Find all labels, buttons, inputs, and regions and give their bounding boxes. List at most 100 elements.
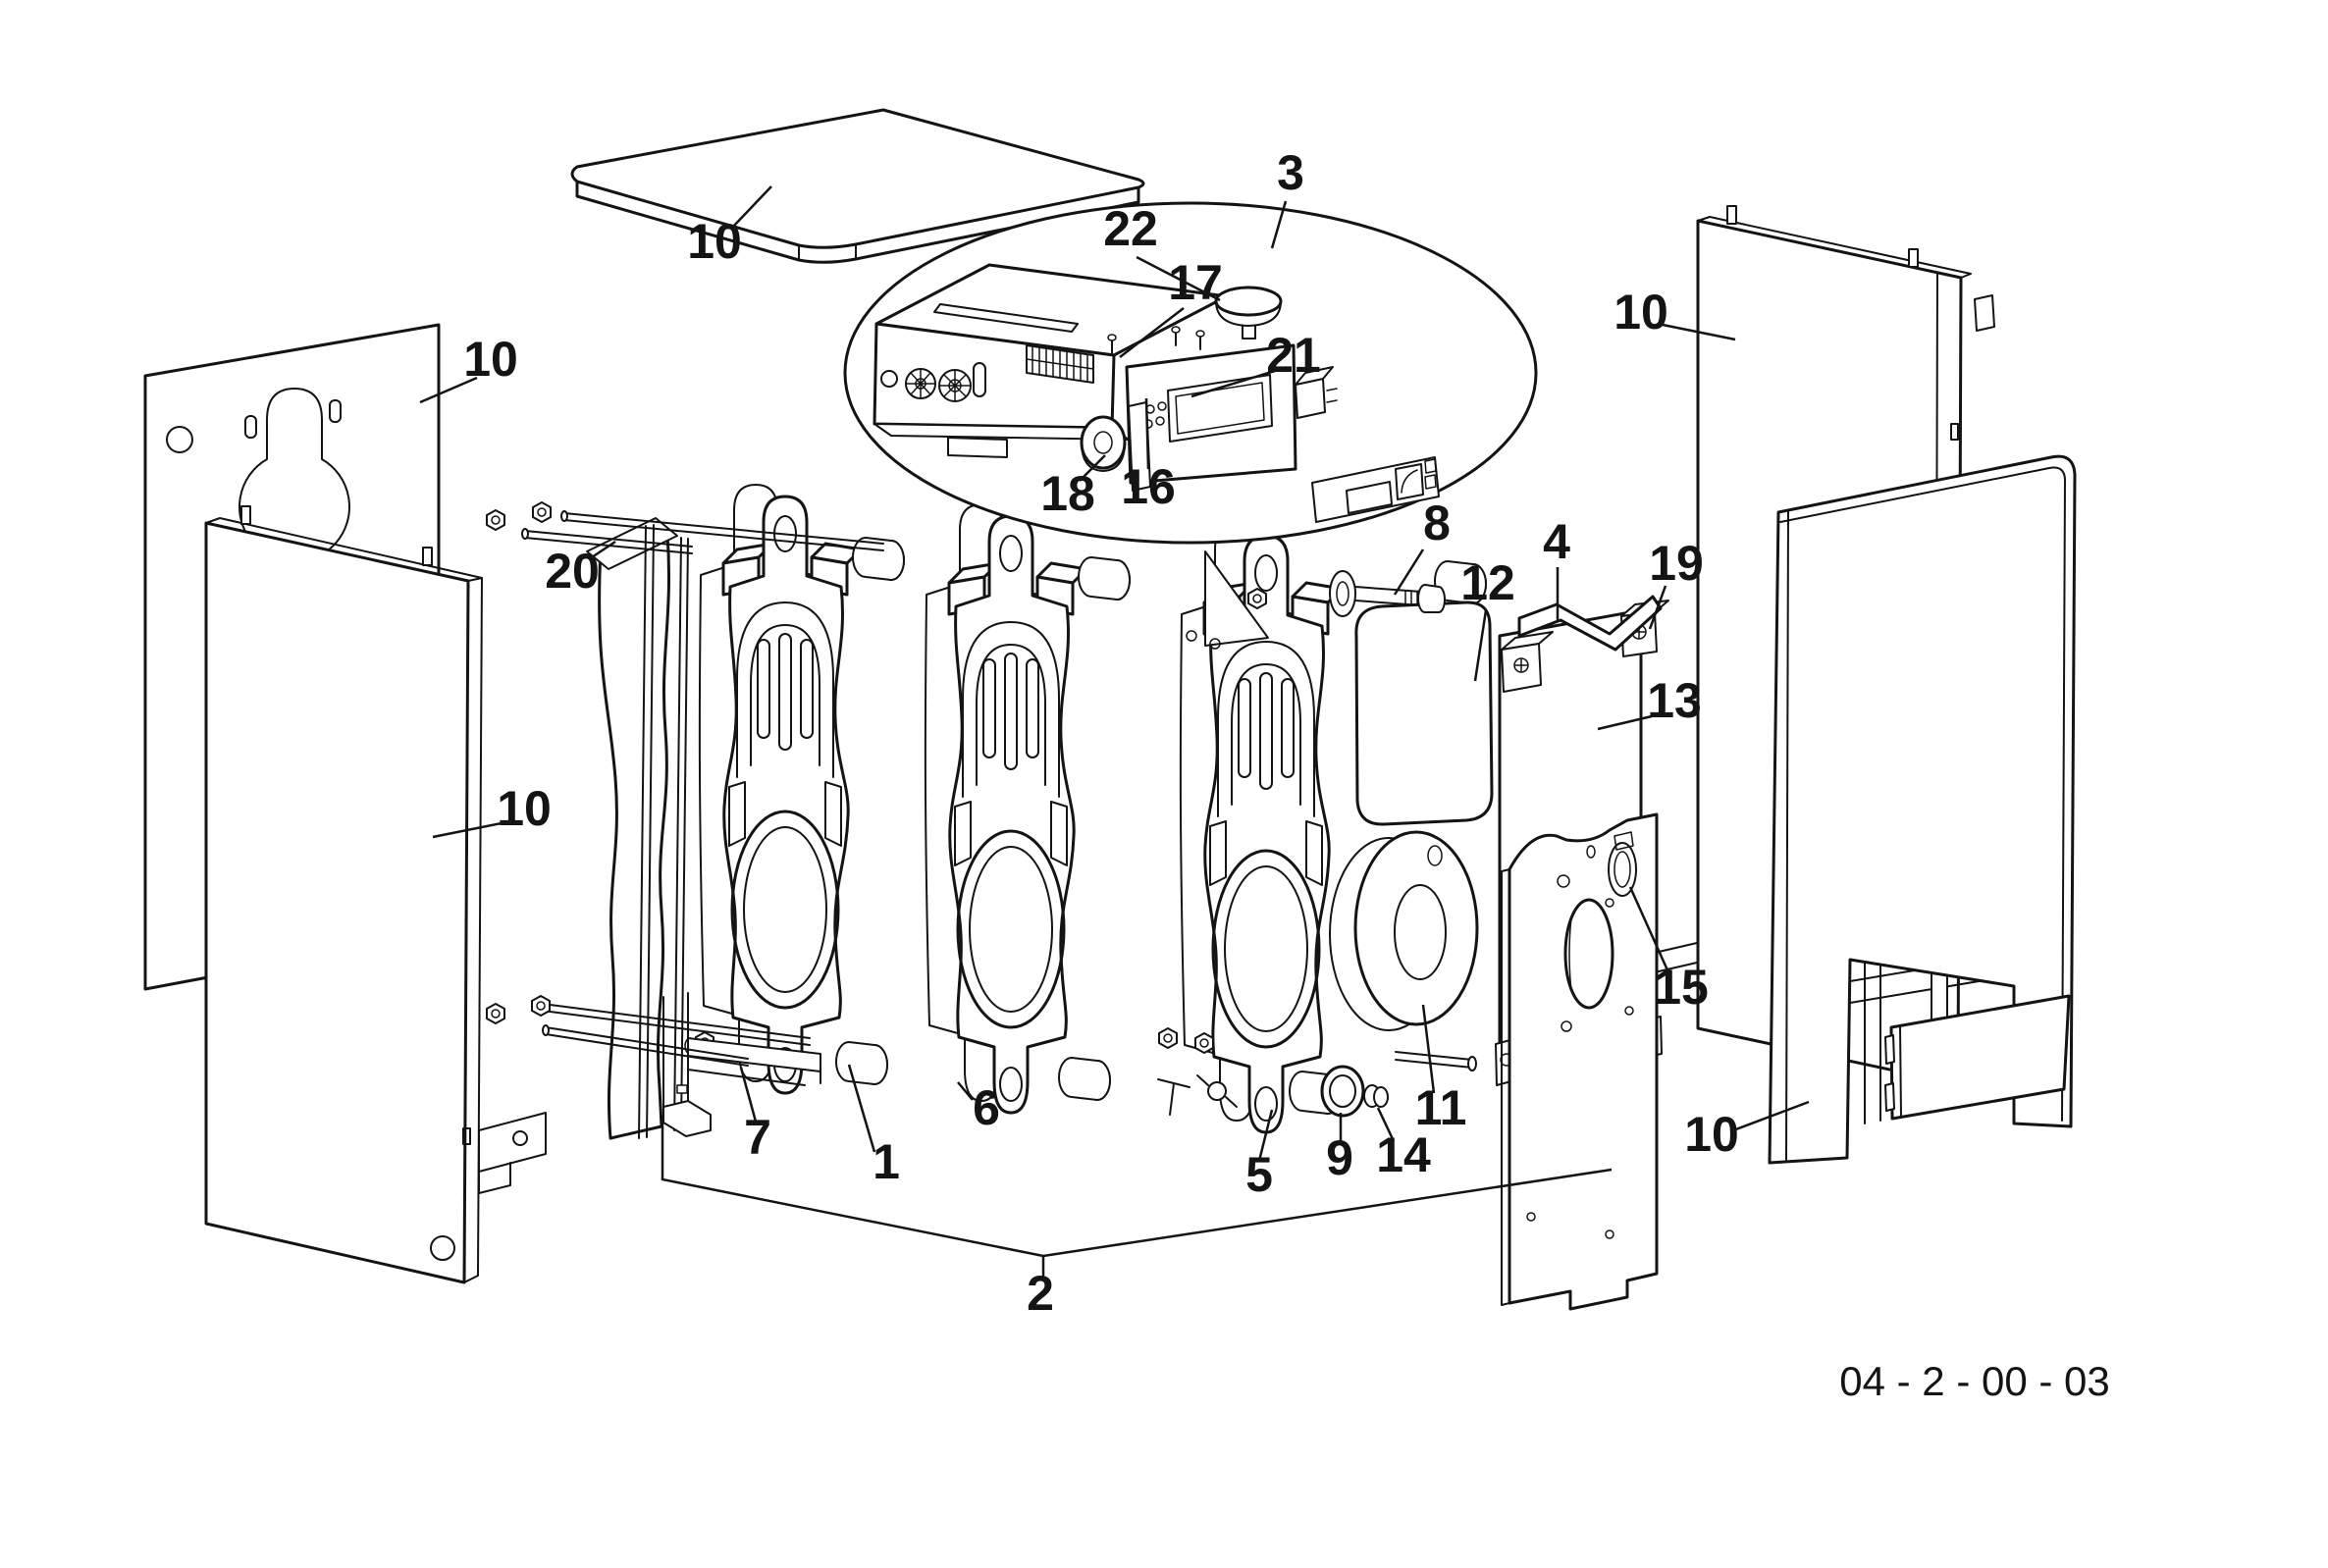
leader-line <box>661 1119 1613 1258</box>
part-number-label: 1 <box>873 1134 900 1189</box>
part-number-label: 10 <box>497 781 552 836</box>
right-front-panel <box>1768 454 2077 1165</box>
hub-bushing <box>1320 1065 1389 1118</box>
part-number-label: 11 <box>1415 1080 1467 1135</box>
stud-rod <box>1395 1051 1473 1069</box>
leader-line <box>1257 1109 1274 1162</box>
callout-8: 8 <box>1393 496 1451 596</box>
leader-line <box>731 185 772 229</box>
panel-pin <box>1726 205 1737 225</box>
display-window <box>1167 374 1273 443</box>
part-number-label: 14 <box>1376 1127 1431 1182</box>
leader-line <box>847 1064 876 1153</box>
burner-opening <box>1563 898 1614 1010</box>
callout-16: 16 <box>1121 397 1176 514</box>
control-board <box>1107 326 1338 485</box>
callout-3: 3 <box>1270 145 1304 249</box>
part-number-label: 13 <box>1647 673 1702 728</box>
tie-rod <box>545 1026 749 1067</box>
leader-line <box>1597 714 1653 731</box>
leader-line <box>1190 369 1276 398</box>
burner-plate <box>1501 812 1659 1311</box>
callout-7: 7 <box>739 1067 771 1165</box>
vertical-tie-bars <box>638 524 689 1139</box>
door-plate <box>1884 994 2071 1121</box>
callout-14: 14 <box>1376 1107 1431 1182</box>
tie-rods <box>486 501 884 1067</box>
hub-plug <box>1078 556 1131 601</box>
panel-clip <box>1501 631 1554 693</box>
callout-12: 12 <box>1460 555 1515 682</box>
callout-22: 22 <box>1103 201 1221 302</box>
control-console <box>873 263 1229 458</box>
tie-rod <box>534 1002 811 1046</box>
part-number-label: 22 <box>1103 201 1158 256</box>
part-number-label: 7 <box>744 1110 771 1165</box>
part-number-label: 6 <box>973 1080 1000 1135</box>
leader-line <box>1628 886 1670 973</box>
collar <box>1608 831 1637 897</box>
part-number-label: 10 <box>1614 285 1668 340</box>
part-number-label: 10 <box>1684 1107 1739 1162</box>
bolt <box>1329 570 1446 617</box>
leader-line <box>1473 609 1488 682</box>
section-1 <box>698 483 863 1095</box>
leader-line <box>432 820 507 839</box>
callout-21: 21 <box>1190 328 1321 398</box>
leader-line <box>1144 397 1150 470</box>
leader-line <box>1421 1004 1436 1094</box>
insulation-disc <box>1329 830 1479 1031</box>
hub-plug <box>1058 1057 1111 1101</box>
top-bracket <box>1517 595 1663 652</box>
callout-5: 5 <box>1245 1109 1274 1202</box>
keyhole-cutout <box>238 388 350 563</box>
callout-6: 6 <box>957 1080 1000 1135</box>
wing-screw <box>1196 1074 1238 1108</box>
part-number-label: 16 <box>1121 459 1176 514</box>
leader-line <box>1732 1100 1810 1132</box>
leader-line <box>1376 1107 1396 1142</box>
callout-4: 4 <box>1543 514 1570 622</box>
part-number-label: 10 <box>687 214 742 269</box>
leader-line <box>739 1067 758 1123</box>
callout-10-left-front-panel: 10 <box>432 781 552 839</box>
part-number-label: 19 <box>1649 536 1704 591</box>
leader-line <box>588 540 616 561</box>
callout-11: 11 <box>1415 1004 1467 1135</box>
leader-line <box>1119 307 1185 358</box>
callout-2: 2 <box>661 1119 1613 1321</box>
leader-line <box>1136 255 1221 302</box>
hub-cap <box>1373 1086 1389 1108</box>
switch-block <box>1295 366 1338 419</box>
callout-17: 17 <box>1119 255 1223 358</box>
cover-knob <box>1214 286 1283 340</box>
part-number-label: 4 <box>1543 514 1570 569</box>
callout-20: 20 <box>545 540 616 599</box>
callout-15: 15 <box>1628 886 1709 1015</box>
top-panel <box>570 108 1145 264</box>
drawing-number: 04 - 2 - 00 - 03 <box>1839 1358 2109 1404</box>
leader-line <box>419 376 478 404</box>
panel-bracket <box>478 1112 547 1194</box>
thermostat-knob <box>905 368 936 399</box>
callout-10-right-rear-panel: 10 <box>1614 285 1736 341</box>
terminal-block <box>1026 344 1094 384</box>
section-gusset <box>1186 550 1269 650</box>
part-number-label: 8 <box>1423 496 1451 550</box>
part-number-label: 3 <box>1277 145 1304 200</box>
callout-18: 18 <box>1040 454 1106 521</box>
t-handle <box>1157 1078 1190 1116</box>
leader-line <box>1270 200 1288 249</box>
part-number-label: 12 <box>1460 555 1515 610</box>
section-top-bracket <box>586 517 678 570</box>
callout-1: 1 <box>847 1064 900 1189</box>
foot-bracket <box>662 992 821 1137</box>
section-2 <box>924 502 1088 1115</box>
section-assembly <box>586 483 1487 1140</box>
left-front-panel <box>204 505 547 1284</box>
board-pins <box>1107 326 1205 354</box>
console-hole <box>880 370 898 388</box>
panel-pin <box>240 505 251 525</box>
